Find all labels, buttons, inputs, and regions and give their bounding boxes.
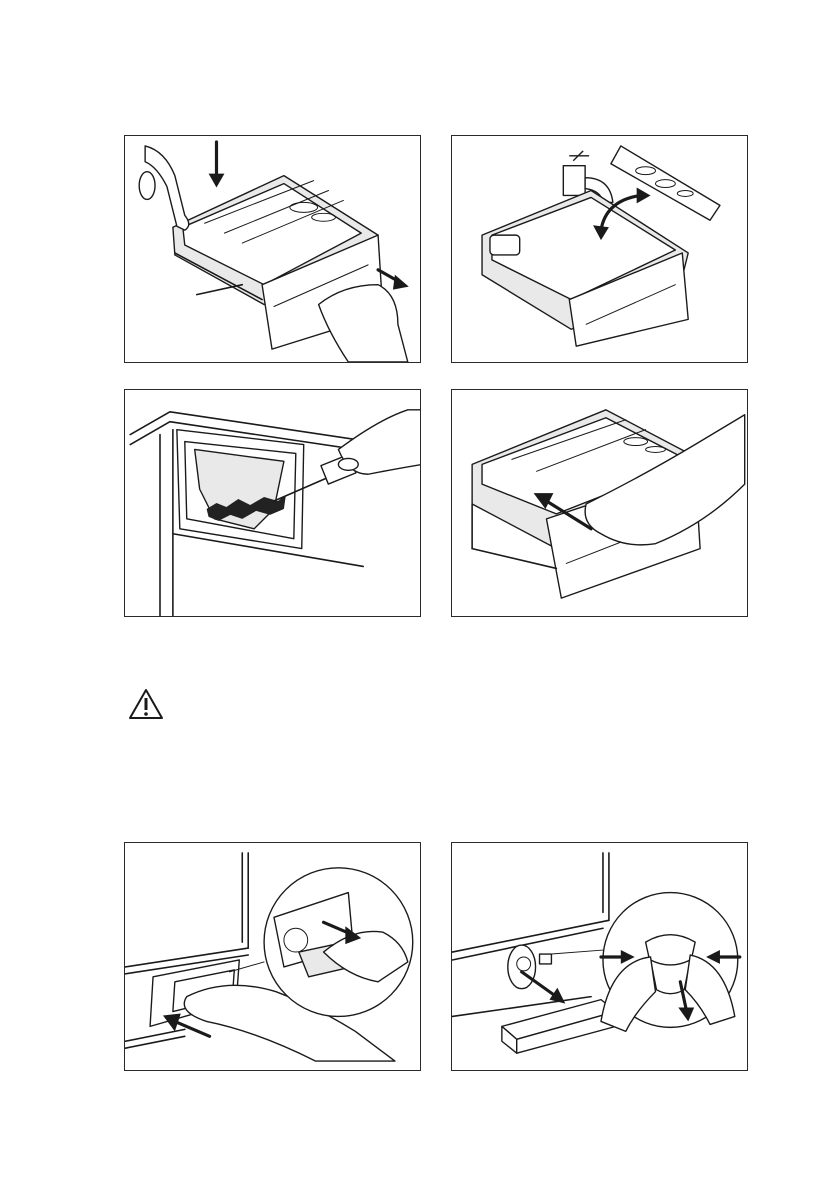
warning-triangle-icon — [128, 688, 164, 720]
figure-reinsert-dispenser — [451, 389, 748, 617]
figure-drain-filter — [451, 842, 748, 1071]
figure-rinse-dispenser — [451, 135, 748, 363]
figure-open-filter-cover — [124, 842, 421, 1071]
figure-brush-recess — [124, 389, 421, 617]
figure-remove-dispenser — [124, 135, 421, 363]
